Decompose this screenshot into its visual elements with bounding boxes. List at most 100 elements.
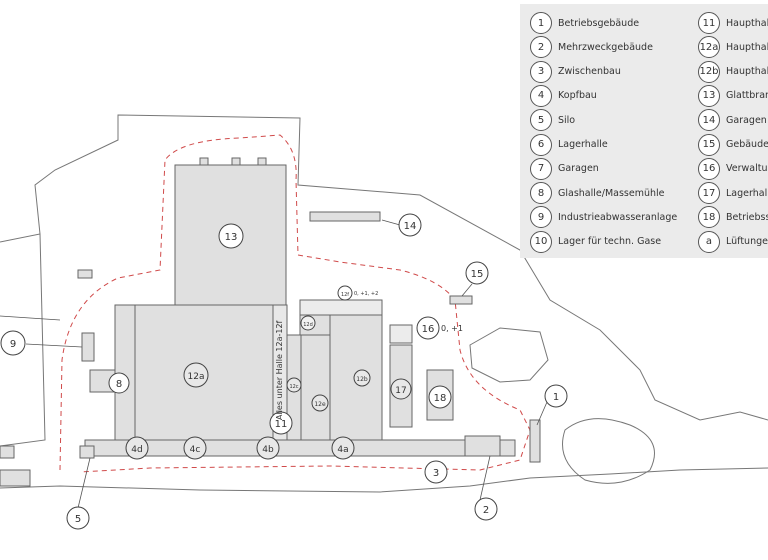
corridor-building-4 [84,439,516,457]
svg-text:4b: 4b [262,445,274,455]
legend-number: 12b [698,60,720,83]
legend-item: 6 Lagerhalle [530,133,608,156]
label-4a: 4a [331,436,355,460]
svg-text:11: 11 [275,419,288,430]
legend-number: 6 [530,133,552,156]
legend-item: aLüftungen [698,230,768,253]
legend-item: 2 Mehrzweckgebäude [530,36,653,59]
legend-number: 4 [530,84,552,107]
legend-number: 2 [530,36,552,59]
svg-text:1: 1 [553,392,559,403]
svg-text:14: 14 [404,221,417,232]
callout-5: 5 [66,506,90,530]
svg-text:5: 5 [75,514,81,525]
legend-item: 16 Verwaltung [698,157,768,180]
note-12f: 0, +1, +2 [354,291,378,297]
legend-number: 7 [530,157,552,180]
svg-text:15: 15 [471,269,484,280]
legend-number: 12a [698,36,720,59]
label-4d: 4d [125,436,149,460]
legend-number: 16 [698,157,720,180]
svg-text:9: 9 [10,339,16,350]
svg-text:12c: 12c [289,384,298,390]
building-5 [79,445,95,459]
legend-label: Mehrzweckgebäude [558,41,653,53]
building-2 [464,435,501,457]
legend-label: Glattbrand [726,90,768,102]
callout-13: 13 [218,223,244,249]
label-4c: 4c [183,436,207,460]
building-12f [300,334,331,441]
legend-item: 17Lagerhalle [698,182,768,205]
label-12b: 12b [353,369,371,387]
svg-text:12a: 12a [188,372,205,382]
legend-label: Haupthalle [726,41,768,53]
svg-text:8: 8 [116,379,122,390]
legend-number: 3 [530,60,552,83]
svg-text:13: 13 [225,232,238,243]
legend-number: 14 [698,109,720,132]
legend-number: 5 [530,109,552,132]
building-16 [389,324,413,344]
legend-number: 11 [698,12,720,34]
legend-item: 5 Silo [530,109,576,132]
svg-text:12d: 12d [303,322,313,328]
site-boundary-bottom [0,467,768,493]
callout-2: 2 [474,497,498,521]
svg-text:12e: 12e [314,401,326,408]
svg-text:18: 18 [434,393,447,404]
building-14 [309,211,381,222]
legend-item: 12a Haupthalle [698,36,768,59]
legend-label: Lagerhalle [558,139,608,150]
legend-label: Betriebss [726,211,768,223]
building-1 [529,419,541,463]
small-structure-top [77,269,93,279]
svg-text:12b: 12b [356,376,368,383]
label-17: 17 [390,378,412,400]
svg-text:4c: 4c [190,445,201,455]
svg-text:12f: 12f [341,292,349,298]
legend-label: Zwischenbau [558,66,621,78]
legend-label: Silo [558,114,576,126]
legend-label: Kopfbau [558,90,597,102]
callout-1: 1 [544,384,568,408]
pond-lower [562,418,655,484]
label-12a: 12a [183,362,209,388]
legend-item: 14 Garagen [698,109,767,132]
building-9 [81,332,95,362]
legend-number: 13 [698,84,720,107]
legend-label: Lüftungen [726,236,768,248]
label-12c: 12c [286,377,302,393]
label-4b: 4b [256,436,280,460]
legend-label: Gebäude [726,139,768,150]
legend-label: Garagen [726,114,767,126]
legend-number: 9 [530,206,552,229]
callout-11: 11 [269,411,293,435]
legend-label: Industrieabwasseranlage [558,211,678,223]
small-structure-left [0,469,31,487]
legend-item: 4 Kopfbau [530,84,597,107]
callout-16: 16 [416,316,440,340]
legend-label: Lagerhalle [726,187,768,199]
building-13-roof-detail [199,157,209,166]
building-13-roof-detail-2 [231,157,241,166]
legend-item: 13 Glattbrand [698,84,768,107]
legend-label: Betriebsgebäude [558,17,640,29]
label-8: 8 [108,372,130,394]
svg-text:16: 16 [422,324,435,335]
callout-9: 9 [0,330,26,356]
callout-3: 3 [424,460,448,484]
legend-label: Lager für techn. Gase [558,236,662,248]
legend-item: 12bHaupthalle [698,60,768,83]
legend-label: Verwaltung [726,163,768,175]
svg-text:3: 3 [433,468,439,479]
legend-number: 8 [530,182,552,205]
svg-text:4a: 4a [337,445,348,455]
legend-item: 11Haupthalle [698,12,768,34]
building-12e [299,299,383,316]
